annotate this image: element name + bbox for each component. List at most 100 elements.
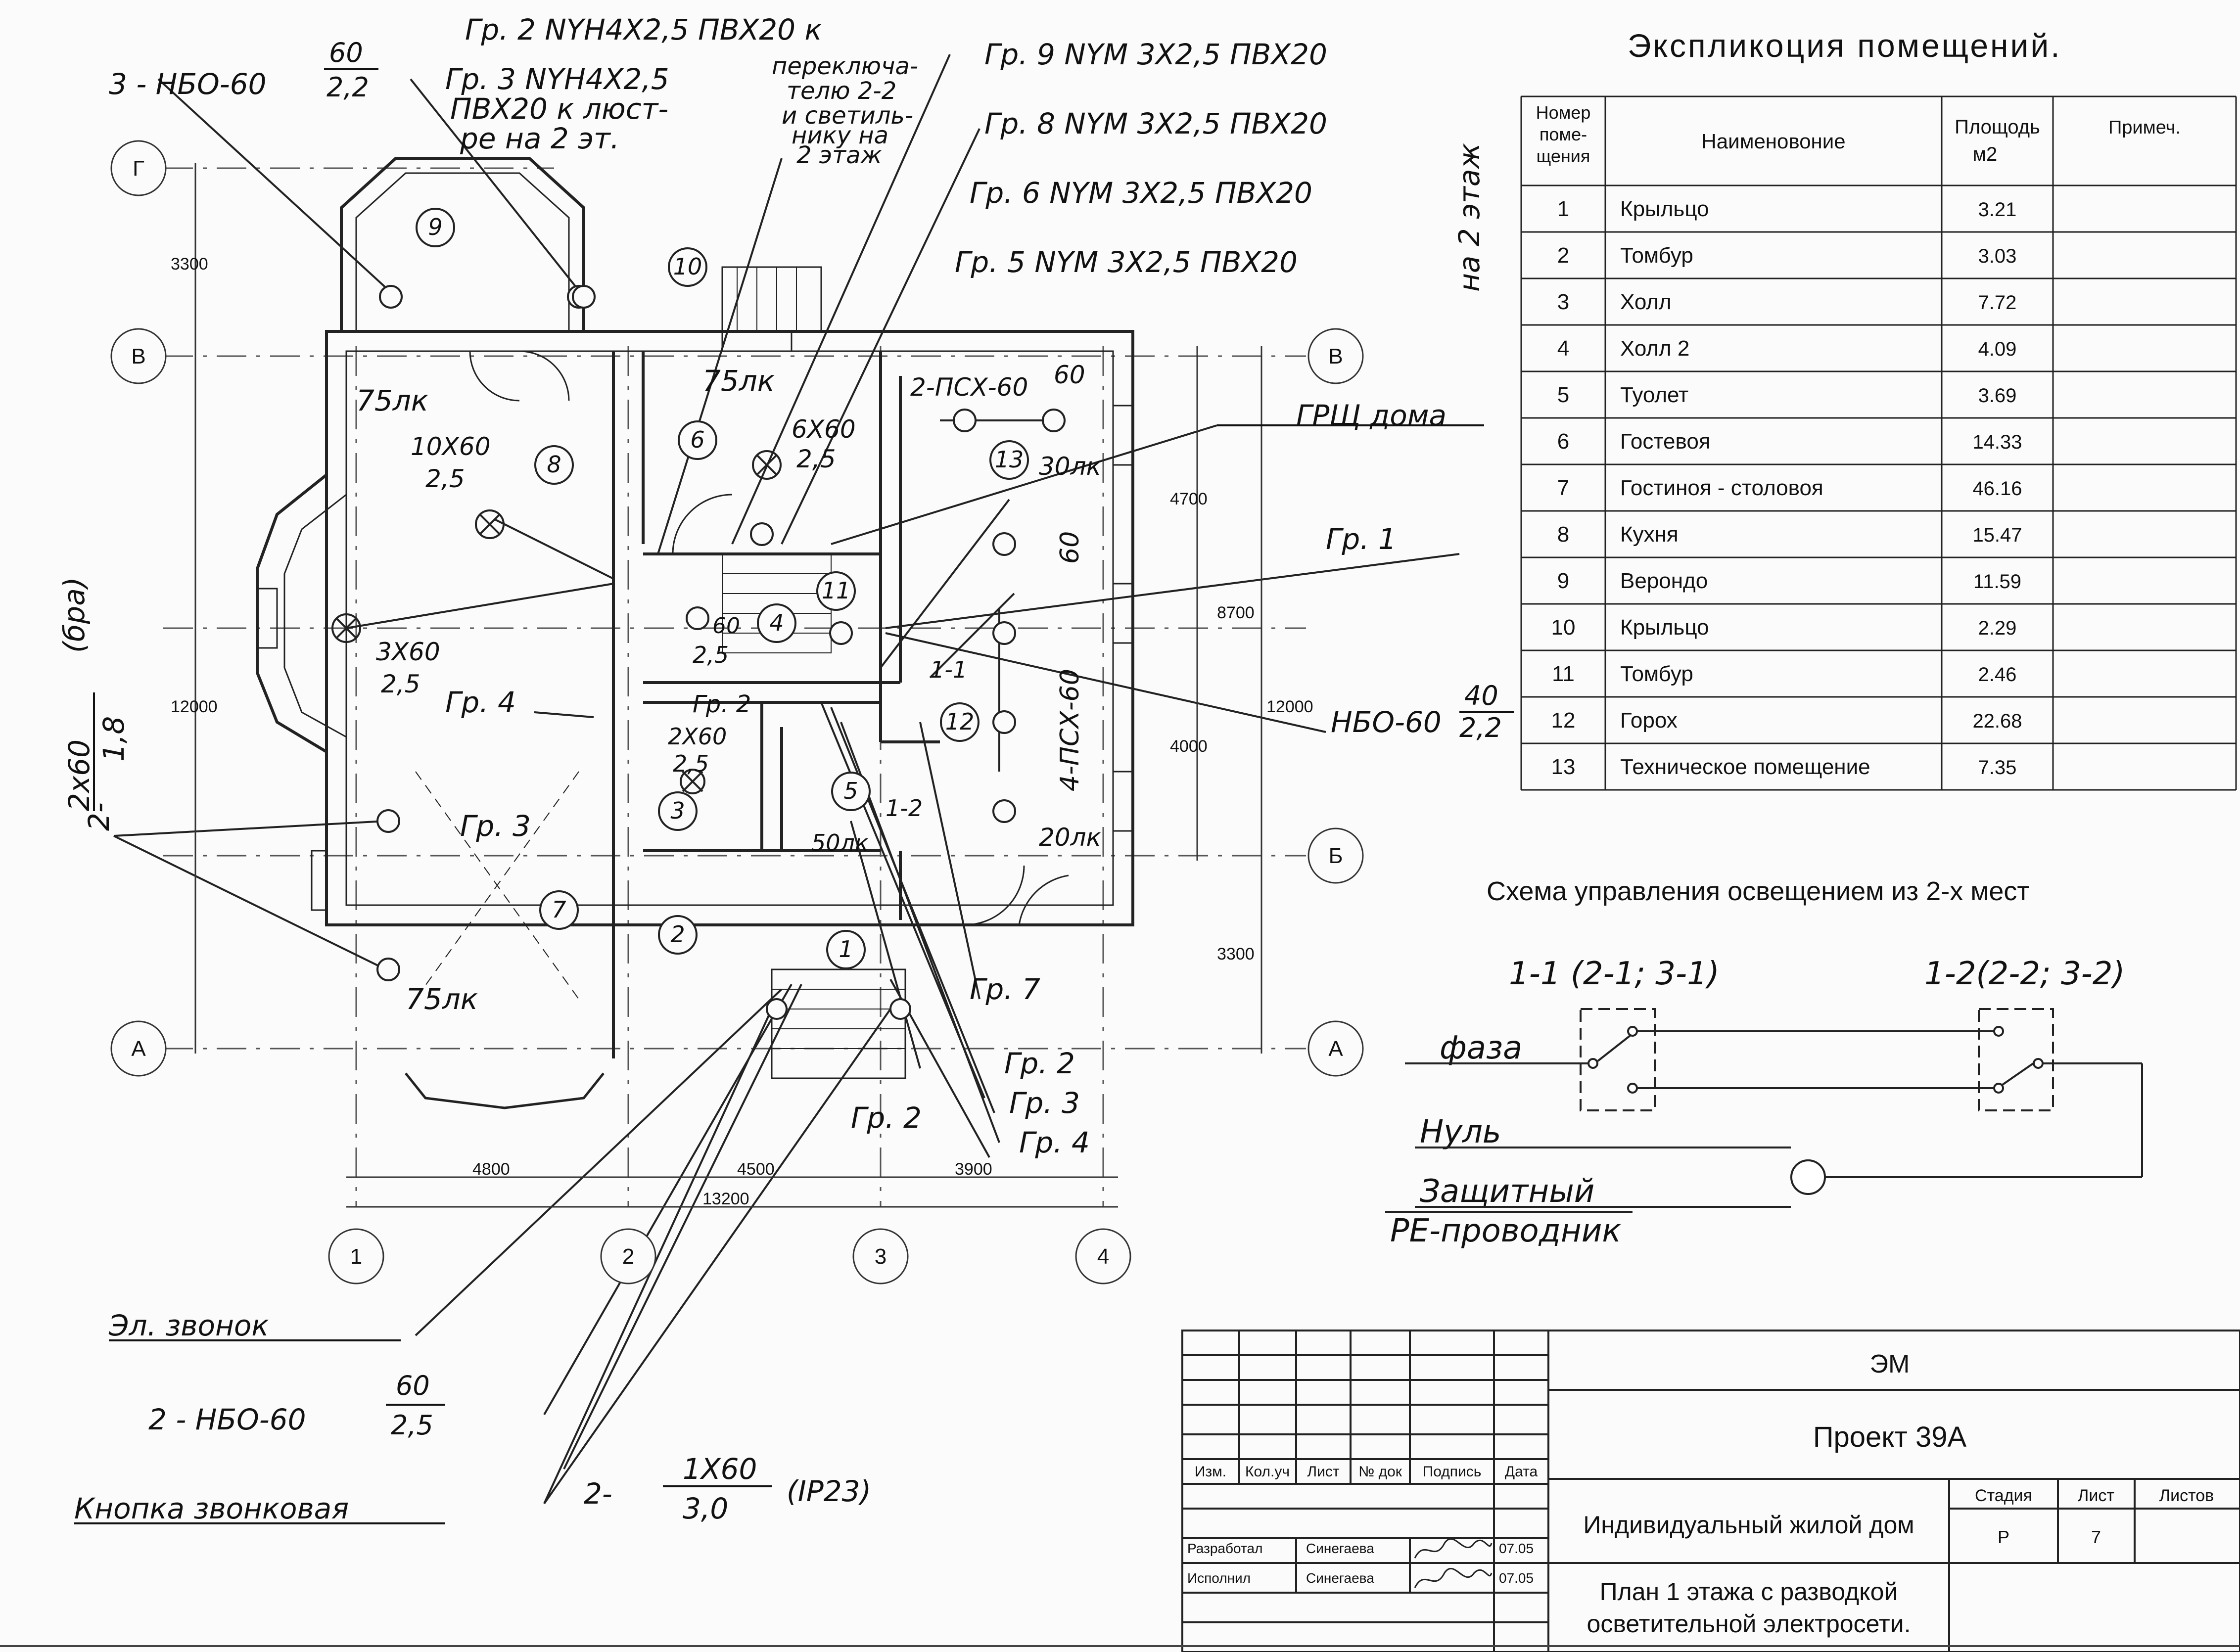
svg-text:12000: 12000: [1266, 697, 1313, 716]
svg-text:3300: 3300: [1217, 945, 1255, 964]
svg-text:12: 12: [945, 708, 975, 735]
table-row-name: Кухня: [1620, 522, 1679, 547]
switch-note-5: 2 этаж: [796, 141, 882, 169]
table-row-area: 15.47: [1972, 524, 2022, 546]
psx2-power: 60: [1054, 361, 1085, 389]
executed-label: Исполнил: [1187, 1570, 1251, 1586]
svg-text:8700: 8700: [1217, 603, 1255, 622]
drawing-code: ЭМ: [1870, 1350, 1910, 1378]
psx4-power: 60: [1055, 531, 1085, 564]
cross-fixtures: [331, 450, 782, 1000]
switch-note-2: телю 2-2: [787, 77, 896, 105]
lamp-3-label: 3 - НБО-60: [109, 67, 267, 101]
axis-labels: Г В В Б А А 1 2 3 4: [131, 156, 1343, 1269]
scheme-neutral: Нуль: [1420, 1114, 1501, 1150]
rev-col-kol: Кол.уч: [1245, 1464, 1290, 1480]
svg-text:6: 6: [690, 426, 704, 453]
svg-text:5: 5: [843, 778, 858, 804]
lux-20: 20лк: [1039, 823, 1101, 852]
svg-text:А: А: [131, 1037, 146, 1061]
bra-note: (бра): [57, 577, 91, 653]
table-row-name: Верондо: [1620, 569, 1708, 593]
switch-note-4: нику на: [792, 122, 888, 149]
table-row-number: 11: [1552, 662, 1575, 686]
room-3-marker: [658, 791, 698, 831]
svg-text:11: 11: [822, 577, 851, 604]
table-row-area: 11.59: [1973, 571, 2021, 593]
fixture-6x60-h: 2,5: [796, 445, 836, 473]
table-row-name: Томбур: [1620, 243, 1693, 268]
group-8-label: Гр. 8 NYМ 3Х2,5 ПВХ20: [984, 107, 1327, 140]
bell-label: Эл. звонок: [108, 1309, 269, 1342]
svg-text:Б: Б: [1329, 844, 1343, 868]
table-row-number: 9: [1557, 569, 1569, 593]
dimension-labels: 3300 12000 4700 8700 4000 12000 3300 480…: [171, 255, 1313, 1208]
svg-text:1: 1: [350, 1244, 362, 1269]
svg-text:3300: 3300: [171, 255, 208, 274]
lux-50: 50лк: [811, 829, 869, 856]
svg-text:10: 10: [673, 253, 702, 280]
switch-note-1: переключа-: [772, 52, 918, 80]
svg-text:4: 4: [769, 609, 784, 636]
table-row-number: 6: [1557, 429, 1569, 454]
switch-note-3: и светиль-: [782, 102, 913, 130]
room-markers: [416, 208, 1029, 969]
room-13-marker: [989, 440, 1029, 480]
table-row-area: 14.33: [1972, 431, 2022, 453]
table-row-number: 12: [1551, 708, 1576, 733]
developed-name: Синегаева: [1306, 1541, 1374, 1556]
rev-col-sign: Подпись: [1423, 1464, 1482, 1480]
project-name: Проект 39А: [1813, 1421, 1967, 1453]
group-2-label: Гр. 2 NYН4Х2,5 ПВХ20 к: [465, 13, 822, 46]
room-6-marker: [678, 420, 717, 460]
table-row-area: 7.35: [1978, 757, 2017, 779]
table-row-area: 3.03: [1978, 245, 2017, 267]
rev-col-list: Лист: [1307, 1464, 1339, 1480]
explication-table: Экспликоция помещений. Номерпоме-щенияНа…: [1520, 27, 2237, 791]
stage-header: Стадия: [1975, 1486, 2032, 1505]
explication-header-number-2: щения: [1537, 146, 1590, 166]
gr2b-label: Гр. 2: [1004, 1047, 1075, 1080]
executed-name: Синегаева: [1306, 1570, 1374, 1586]
rev-col-doc: № док: [1358, 1464, 1402, 1480]
table-row-number: 1: [1557, 197, 1569, 221]
svg-text:7: 7: [552, 896, 566, 923]
room-11-marker: [816, 571, 856, 611]
lux-75-guest: 75лк: [702, 364, 775, 398]
room-9-marker: [416, 208, 455, 247]
psx2-label: 2-ПСХ-60: [910, 373, 1028, 402]
to-2nd-floor-label: на 2 этаж: [1452, 143, 1486, 292]
room-5-marker: [831, 772, 871, 811]
svg-text:В: В: [1328, 344, 1343, 368]
gr3-label: Гр. 3: [460, 809, 531, 843]
executed-date: 07.05: [1499, 1570, 1534, 1586]
table-row-area: 2.29: [1978, 617, 2017, 639]
svg-text:12000: 12000: [171, 697, 218, 716]
explication-header-area-2: м2: [1973, 143, 1998, 165]
group-3-label: Гр. 3 NYН4Х2,5: [445, 62, 669, 96]
gr4-label: Гр. 4: [445, 686, 516, 719]
fixture-10x60: 10Х60: [411, 432, 491, 461]
sheet-title-line-2: осветительной электросети.: [1587, 1610, 1911, 1638]
fixture-2x60: 2Х60: [668, 723, 727, 750]
svg-text:2: 2: [670, 921, 685, 948]
sheets-header: Листов: [2159, 1486, 2214, 1505]
explication-header-name: Наименовоние: [1701, 130, 1845, 153]
svg-text:4700: 4700: [1170, 490, 1208, 508]
table-row-name: Гостиноя - столовоя: [1620, 476, 1823, 500]
ip-prefix: 2-: [584, 1477, 612, 1511]
ip-height: 3,0: [683, 1492, 728, 1525]
bra-height: 1,8: [97, 716, 131, 762]
table-row-name: Томбур: [1620, 662, 1693, 686]
developed-date: 07.05: [1499, 1541, 1534, 1556]
svg-text:9: 9: [428, 214, 442, 240]
svg-text:4000: 4000: [1170, 737, 1208, 756]
nbo-label: НБО-60: [1331, 705, 1442, 739]
table-row-area: 3.21: [1978, 199, 2017, 221]
explication-header-note: Примеч.: [2108, 117, 2181, 138]
table-row-name: Гостевоя: [1620, 429, 1711, 454]
table-row-name: Техническое помещение: [1620, 755, 1870, 779]
table-row-number: 3: [1557, 290, 1569, 314]
svg-text:1: 1: [839, 936, 853, 963]
sheet-value: 7: [2091, 1527, 2101, 1547]
